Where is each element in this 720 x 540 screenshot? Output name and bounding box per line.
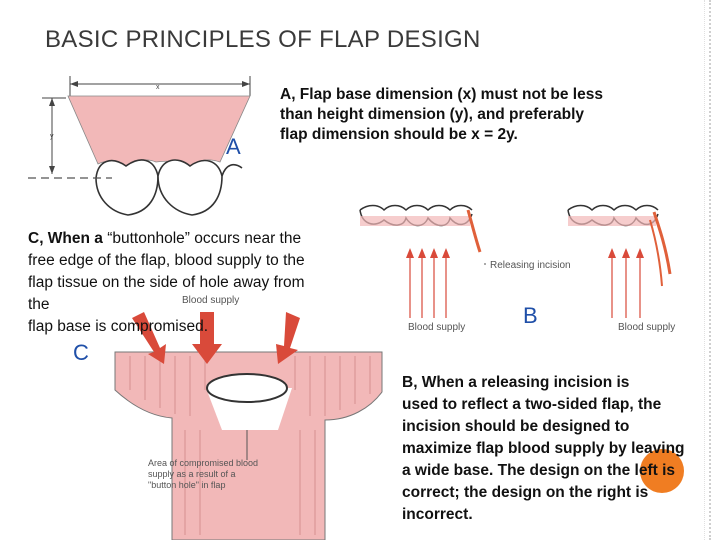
figure-a-letter: A	[226, 134, 241, 159]
dim-x-label: x	[156, 84, 160, 91]
caption-c-line3: "button hole" in flap	[148, 480, 225, 490]
text-block-c: C, When a “buttonhole” occurs near the f…	[28, 228, 358, 338]
text-b-line4: maximize flap blood supply by leaving	[402, 440, 685, 457]
figure-c-buttonhole-flap: Blood supply Area of compromised blood s…	[114, 295, 383, 540]
text-a-line1: A, Flap base dimension (x) must not be l…	[280, 86, 603, 103]
text-a-line2: than height dimension (y), and preferabl…	[280, 106, 585, 123]
releasing-incision-label: Releasing incision	[490, 260, 571, 271]
text-c-line5: flap base is compromised.	[28, 318, 209, 335]
decorative-rail-inner	[704, 0, 705, 540]
slide-title: BASIC PRINCIPLES OF FLAP DESIGN	[45, 26, 481, 53]
caption-c-line1: Area of compromised blood	[148, 458, 258, 468]
figure-b-letter: B	[523, 303, 538, 328]
caption-c-line2: supply as a result of a	[148, 469, 236, 479]
text-b-line3: incision should be designed to	[402, 418, 630, 435]
text-b-line5: a wide base. The design on the left is	[402, 462, 676, 479]
text-c-line3: flap tissue on the side of hole away fro…	[28, 274, 305, 291]
text-a-line3: flap dimension should be x = 2y.	[280, 126, 518, 143]
text-c-line2: free edge of the flap, blood supply to t…	[28, 252, 305, 269]
text-c-line1-bold: C, When a	[28, 230, 103, 247]
text-block-a: A, Flap base dimension (x) must not be l…	[280, 85, 680, 145]
text-b-line2: used to reflect a two-sided flap, the	[402, 396, 662, 413]
text-c-line1-rest: “buttonhole” occurs near the	[102, 230, 302, 247]
text-c-line4: the	[28, 296, 50, 313]
text-b-line6: correct; the design on the right is	[402, 484, 649, 501]
decorative-rail	[709, 0, 711, 540]
blood-supply-label-c: Blood supply	[182, 295, 239, 306]
blood-supply-label-right: Blood supply	[618, 322, 675, 333]
text-b-line7: incorrect.	[402, 506, 473, 523]
dim-y-label: y	[50, 133, 54, 140]
figure-a-flap-dimensions: x y	[28, 76, 251, 216]
orange-accent-circle	[640, 449, 684, 493]
text-b-line1: B, When a releasing incision is	[402, 374, 630, 391]
figure-b-releasing-incision: Releasing incision Blood supply Blood su…	[359, 204, 675, 333]
figure-c-letter: C	[73, 340, 89, 365]
text-block-b: B, When a releasing incision is used to …	[402, 372, 712, 526]
blood-supply-label-left: Blood supply	[408, 322, 465, 333]
